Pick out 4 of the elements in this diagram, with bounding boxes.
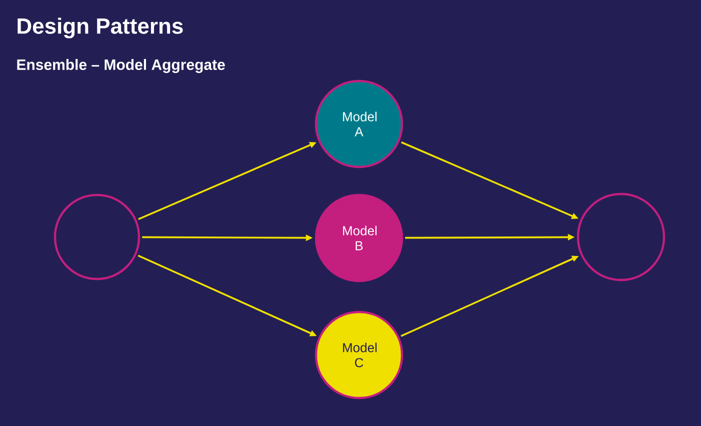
empty-circle: [576, 192, 666, 282]
subtitle: Ensemble – Model Aggregate: [17, 58, 225, 74]
slide-title: Design Patterns: [18, 18, 183, 38]
empty-circle: [54, 194, 140, 280]
